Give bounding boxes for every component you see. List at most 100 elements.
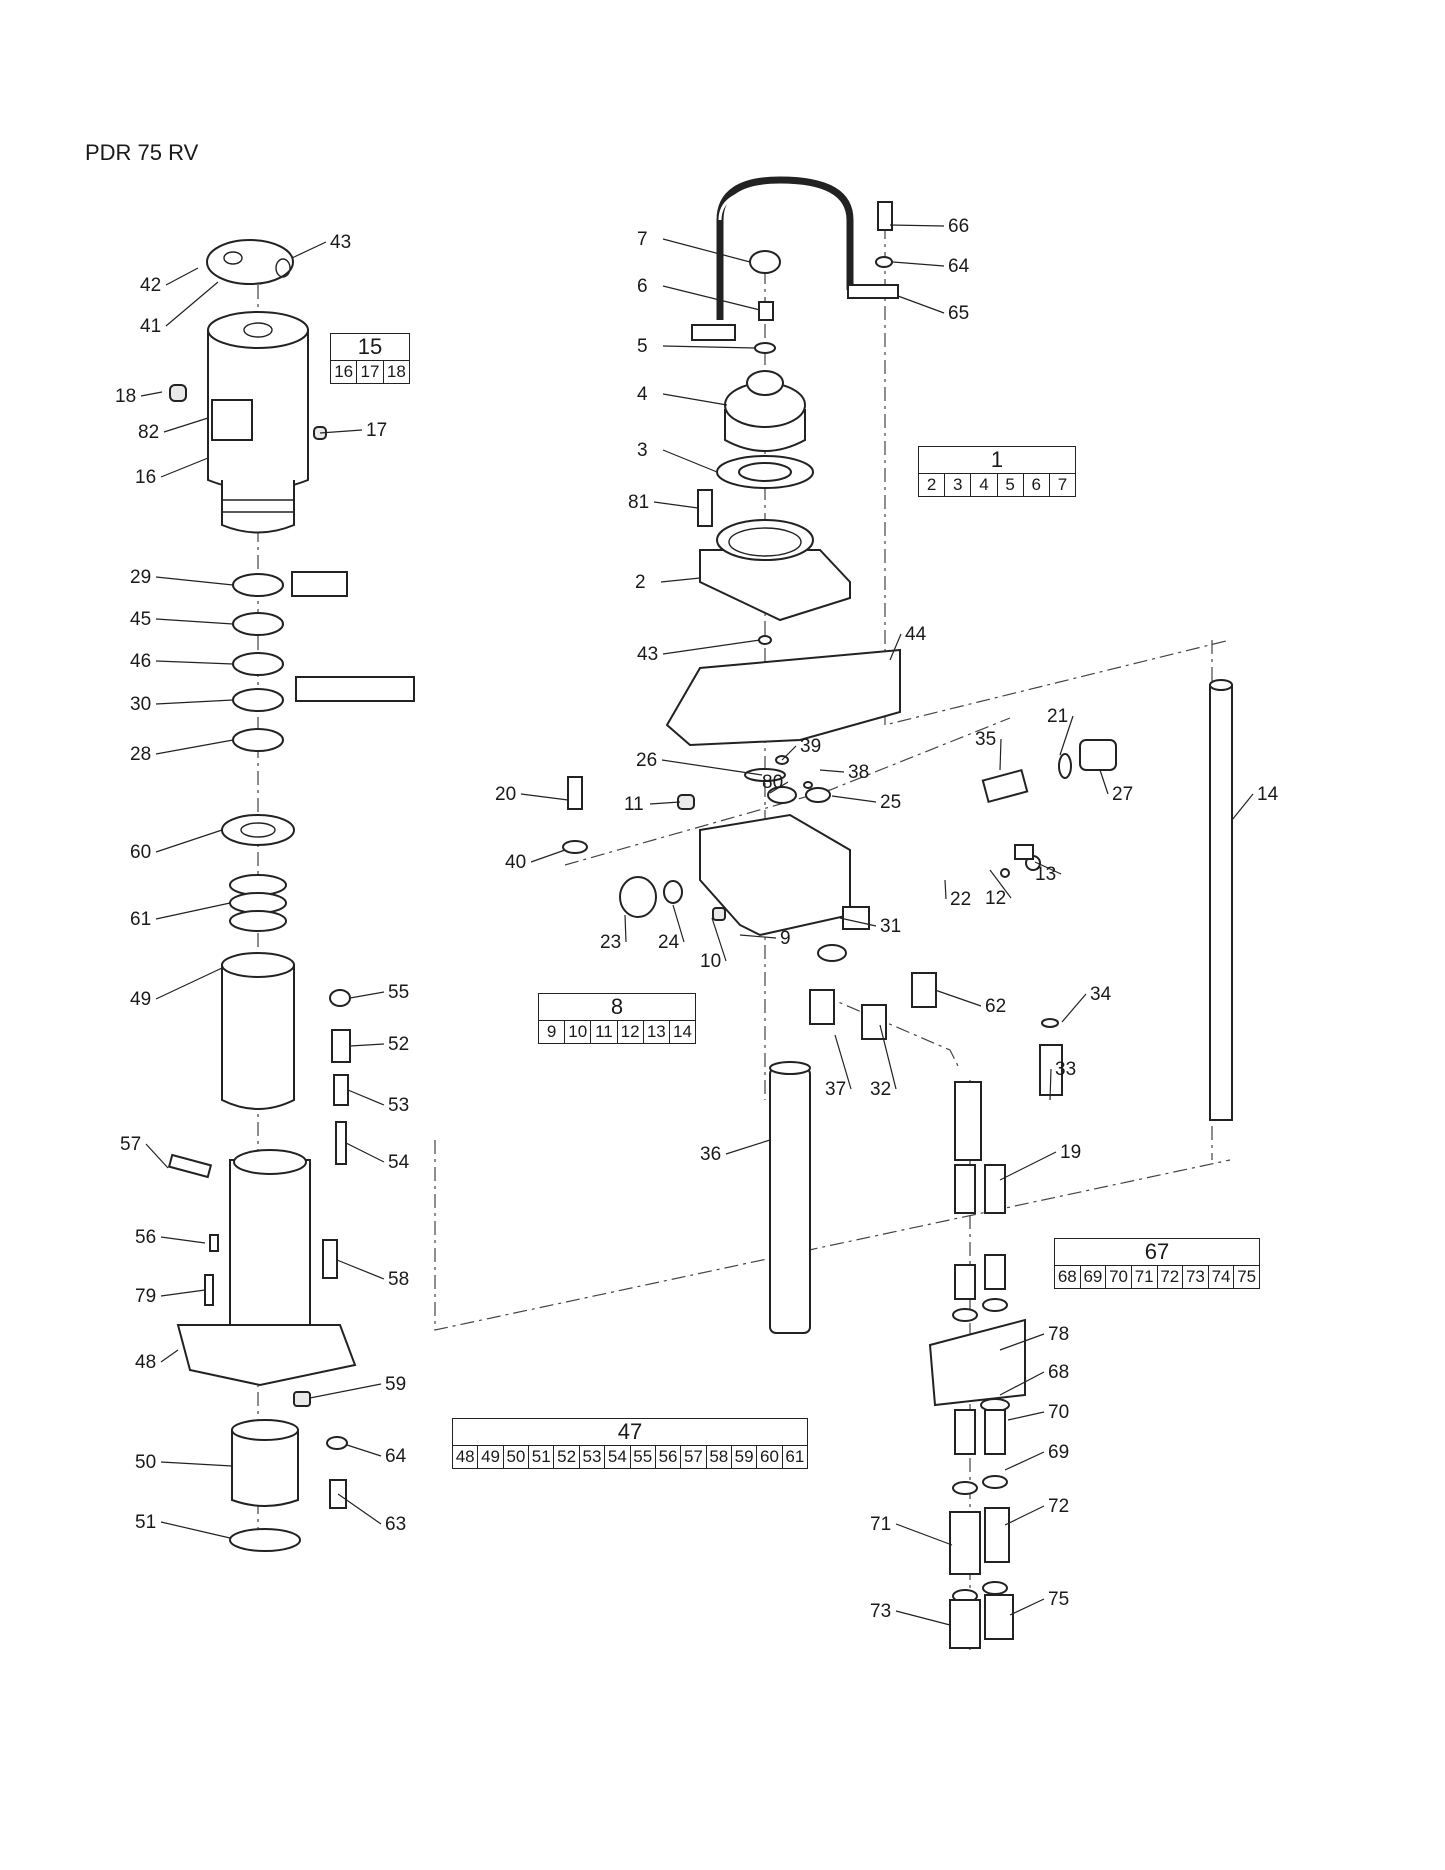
leader-line (155, 576, 234, 586)
callout-label: 21 (1047, 706, 1068, 727)
callout-label: 46 (130, 651, 151, 672)
callout-label: 29 (130, 567, 151, 588)
kit-number: 8 (539, 994, 695, 1021)
callout-label: 80 (762, 772, 783, 793)
leader-line (155, 829, 223, 853)
callout-label: 79 (135, 1286, 156, 1307)
leader-line (819, 769, 845, 773)
kit-part-number: 4 (971, 474, 998, 496)
kit-part-number: 14 (672, 1022, 692, 1041)
leader-line (1049, 1068, 1052, 1101)
kit-part-number: 3 (945, 474, 972, 496)
kit-part-number: 18 (386, 362, 406, 381)
callout-label: 23 (600, 932, 621, 953)
kit-part-number: 6 (1024, 474, 1050, 496)
callout-label: 6 (637, 276, 648, 297)
leader-line (160, 457, 209, 478)
kit-part-number: 49 (478, 1446, 504, 1468)
kit-part-number: 61 (785, 1447, 805, 1466)
kit-part-number: 16 (331, 361, 358, 383)
kit-part-number: 5 (998, 474, 1024, 496)
callout-label: 73 (870, 1601, 891, 1622)
leader-line (160, 1349, 179, 1363)
leader-line (739, 934, 777, 939)
leader-line (530, 849, 566, 863)
callout-label: 27 (1112, 784, 1133, 805)
callout-label: 34 (1090, 984, 1112, 1005)
kit-part-number: 70 (1106, 1266, 1132, 1288)
leader-line (889, 224, 945, 227)
callout-label: 75 (1048, 1589, 1069, 1610)
callout-label: 2 (635, 572, 646, 593)
leader-line (1009, 1598, 1045, 1616)
callout-label: 65 (948, 303, 969, 324)
callout-label: 56 (135, 1227, 156, 1248)
leader-line (895, 1523, 953, 1546)
leader-line (155, 699, 234, 705)
callout-label: 82 (138, 422, 159, 443)
leader-line (165, 281, 219, 327)
callout-label: 18 (115, 386, 136, 407)
kit-part-number: 51 (529, 1446, 555, 1468)
leader-line (347, 1089, 385, 1106)
callout-label: 28 (130, 744, 151, 765)
callout-label: 30 (130, 694, 151, 715)
leader-line (999, 738, 1002, 771)
leader-line (1004, 1451, 1045, 1471)
kit-part-number: 53 (580, 1446, 606, 1468)
callout-label: 59 (385, 1374, 406, 1395)
callout-label: 13 (1035, 864, 1056, 885)
callout-label: 20 (495, 784, 516, 805)
leader-line (1007, 1411, 1045, 1421)
callout-label: 33 (1055, 1059, 1076, 1080)
callout-label: 51 (135, 1512, 156, 1533)
leader-line (1059, 715, 1074, 756)
callout-label: 11 (624, 794, 644, 815)
kit-part-number: 68 (1055, 1266, 1081, 1288)
leader-line (944, 879, 947, 900)
kit-part-number: 48 (453, 1446, 479, 1468)
callout-label: 25 (880, 792, 901, 813)
leader-line (711, 917, 727, 962)
leader-line (520, 793, 569, 801)
callout-label: 69 (1048, 1442, 1069, 1463)
kit-part-number: 74 (1209, 1266, 1235, 1288)
leader-line (662, 238, 751, 263)
leader-line (345, 1142, 385, 1163)
leader-line (337, 1493, 382, 1525)
leader-line (662, 393, 728, 406)
callout-label: 48 (135, 1352, 156, 1373)
leader-line (895, 1610, 951, 1626)
callout-label: 64 (948, 256, 970, 277)
callout-label: 19 (1060, 1142, 1081, 1163)
leader-line (624, 914, 627, 943)
callout-label: 7 (637, 229, 648, 250)
kit-part-number: 69 (1081, 1266, 1107, 1288)
callout-label: 3 (637, 440, 648, 461)
kit-part-number: 72 (1158, 1266, 1184, 1288)
leader-line (662, 285, 761, 311)
kit-part-number: 57 (681, 1446, 707, 1468)
leader-line (155, 618, 234, 625)
leader-line (1099, 769, 1109, 795)
callout-label: 12 (985, 888, 1006, 909)
kit-part-number: 55 (631, 1446, 656, 1468)
callout-label: 53 (388, 1095, 409, 1116)
leader-line (934, 989, 982, 1007)
leader-line (672, 904, 685, 943)
kit-part-number: 9 (539, 1021, 566, 1043)
leader-line (291, 241, 327, 259)
kit-part-number: 60 (757, 1446, 783, 1468)
kit-part-number: 58 (707, 1446, 732, 1468)
callout-label: 58 (388, 1269, 409, 1290)
leader-line (661, 759, 763, 776)
callout-label: 41 (140, 316, 161, 337)
